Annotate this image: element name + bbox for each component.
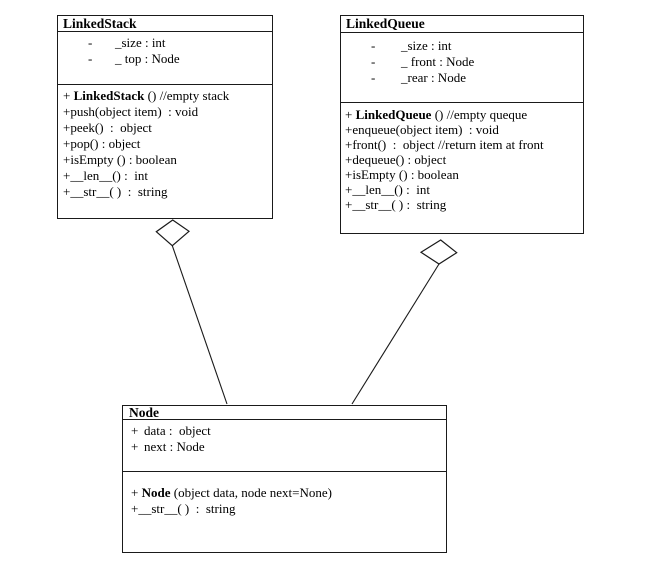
method-row: +__str__( ) : string [131, 501, 446, 517]
visibility-marker: - [371, 38, 376, 53]
attribute-row: - _ top : Node [58, 51, 272, 67]
attributes-compartment-linkedqueue: - _size : int - _ front : Node - _rear :… [341, 33, 583, 102]
method-row: +push(object item) : void [63, 104, 272, 120]
method-row: +front() : object //return item at front [345, 137, 583, 152]
method-row: +enqueue(object item) : void [345, 122, 583, 137]
visibility-marker: - [88, 35, 93, 50]
visibility-marker: + [131, 439, 139, 454]
method-name-bold: Node [141, 485, 171, 500]
class-box-linkedqueue: LinkedQueue - _size : int - _ front : No… [340, 15, 584, 234]
methods-compartment-linkedstack: + LinkedStack () //empty stack +push(obj… [58, 84, 272, 218]
class-title-linkedqueue: LinkedQueue [341, 16, 583, 33]
method-text: +__str__( ) : string [63, 184, 168, 199]
method-text: (object data, node next=None) [170, 485, 332, 500]
method-text: +peek() : object [63, 120, 152, 135]
visibility-marker: - [88, 50, 93, 66]
attribute-text: _size : int [115, 35, 166, 50]
aggregation-diamond-linkedqueue-icon [419, 239, 458, 265]
attribute-row: - _ front : Node [341, 54, 583, 70]
method-text: +isEmpty () : boolean [63, 152, 177, 167]
attributes-compartment-linkedstack: - _size : int - _ top : Node [58, 32, 272, 84]
method-text: () //empty stack [144, 88, 230, 103]
attribute-row: - _size : int [341, 38, 583, 54]
method-row: +dequeue() : object [345, 152, 583, 167]
method-name-bold: LinkedStack [73, 88, 145, 103]
method-text: + [63, 88, 74, 103]
class-title-node: Node [123, 406, 446, 420]
attribute-row: + next : Node [123, 439, 446, 455]
method-row: +pop() : object [63, 136, 272, 152]
methods-compartment-linkedqueue: + LinkedQueue () //empty queque +enqueue… [341, 102, 583, 233]
method-row: +isEmpty () : boolean [63, 152, 272, 168]
method-text: () //empty queque [431, 107, 528, 122]
attribute-text: _ top : Node [115, 50, 180, 66]
method-row: +__str__( ) : string [63, 184, 272, 200]
method-row: +__len__() : int [63, 168, 272, 184]
method-name-bold: LinkedQueue [355, 107, 432, 122]
attribute-row: + data : object [123, 423, 446, 439]
method-text: +front() : object //return item at front [345, 137, 544, 152]
attributes-compartment-node: + data : object + next : Node [123, 420, 446, 471]
visibility-marker: - [371, 70, 376, 85]
method-text: +pop() : object [63, 136, 141, 151]
attribute-row: - _rear : Node [341, 70, 583, 86]
method-row: +__len__() : int [345, 182, 583, 197]
method-row: +__str__( ) : string [345, 197, 583, 212]
class-title-linkedstack: LinkedStack [58, 16, 272, 32]
attribute-text: data : object [144, 423, 211, 438]
method-text: +__str__( ) : string [131, 501, 236, 516]
aggregation-line-linkedstack-node [171, 245, 228, 405]
attribute-text: _ front : Node [401, 54, 475, 69]
class-box-linkedstack: LinkedStack - _size : int - _ top : Node… [57, 15, 273, 219]
methods-compartment-node: + Node (object data, node next=None) +__… [123, 471, 446, 552]
method-text: + [345, 107, 356, 122]
method-text: +__str__( ) : string [345, 197, 447, 212]
aggregation-diamond-linkedstack-icon [155, 219, 190, 247]
method-row: +peek() : object [63, 120, 272, 136]
method-text: +__len__() : int [345, 182, 430, 197]
method-text: +enqueue(object item) : void [345, 122, 499, 137]
visibility-marker: + [131, 423, 139, 438]
method-text: +__len__() : int [63, 168, 148, 183]
attribute-row: - _size : int [58, 35, 272, 51]
method-row: +isEmpty () : boolean [345, 167, 583, 182]
attribute-text: next : Node [144, 439, 205, 454]
visibility-marker: - [371, 54, 376, 69]
attribute-text: _rear : Node [401, 70, 466, 85]
class-box-node: Node + data : object + next : Node + Nod… [122, 405, 447, 553]
attribute-text: _size : int [401, 38, 452, 53]
method-text: + [131, 485, 142, 500]
method-row: + LinkedQueue () //empty queque [345, 107, 583, 122]
method-text: +push(object item) : void [63, 104, 199, 119]
method-row: + LinkedStack () //empty stack [63, 88, 272, 104]
method-text: +dequeue() : object [345, 152, 447, 167]
method-text: +isEmpty () : boolean [345, 167, 459, 182]
aggregation-line-linkedqueue-node [351, 263, 440, 405]
method-row: + Node (object data, node next=None) [131, 485, 446, 501]
